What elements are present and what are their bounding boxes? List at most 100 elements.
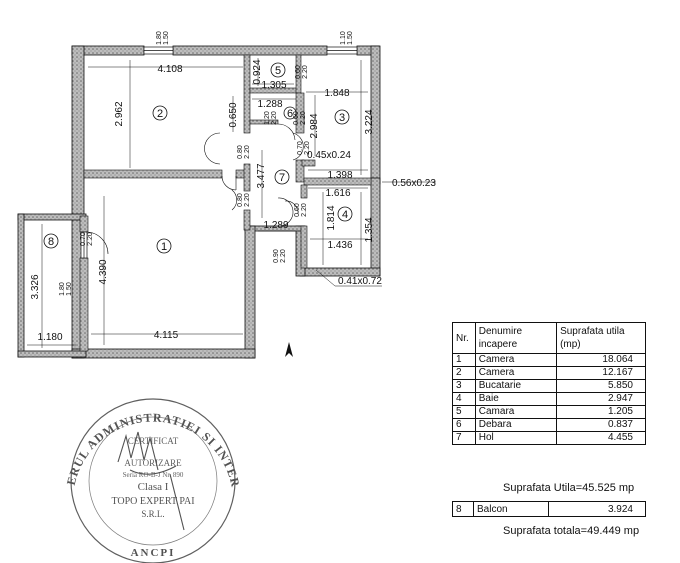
door-6a-width: 1.20 [264, 111, 271, 125]
row-nr: 5 [452, 405, 476, 419]
row-nr: 2 [452, 366, 476, 380]
door-8-height: 2.20 [87, 232, 94, 246]
row-area: 2.947 [556, 392, 646, 406]
dimension-room3-width: 1.848 [324, 88, 349, 99]
window-3-height: 1.50 [347, 31, 354, 45]
window-room-2 [143, 46, 174, 55]
dimension-045x024: 0.45x0.24 [307, 150, 351, 161]
door-2-width: 0.80 [237, 145, 244, 159]
door-8-width: 0.70 [80, 232, 87, 246]
door-size-labels: 0.60 2.20 1.20 2.20 0.60 2.20 0.80 2.20 … [80, 65, 311, 263]
room-3-number: 3 [339, 112, 345, 124]
dimension-room5-depth: 0.924 [252, 59, 263, 84]
door-entry-height: 2.20 [280, 249, 287, 263]
header-nr: Nr. [452, 322, 476, 354]
row-name: Debara [474, 418, 558, 432]
dimension-room8-depth: 3.326 [30, 274, 41, 299]
door-6a-height: 2.20 [271, 111, 278, 125]
stamp-outer-text: MINISTERUL ADMINISTRATIEI SI INTERNELOR [0, 0, 242, 489]
dimension-room2-width: 4.108 [157, 64, 182, 75]
stamp-line-2: AUTORIZARE [124, 458, 182, 468]
header-area: Suprafata utila (mp) [556, 322, 646, 354]
dimension-1354: 1.354 [364, 217, 375, 242]
north-arrow-icon [285, 342, 293, 357]
interior-walls [79, 54, 372, 352]
row-nr: 4 [452, 392, 476, 406]
room-1-number: 1 [161, 241, 167, 253]
door-2-height: 2.20 [244, 145, 251, 159]
row-nr: 7 [452, 431, 476, 445]
window-3-width: 1.10 [340, 31, 347, 45]
room-7-number: 7 [279, 172, 285, 184]
window-8-width: 1.80 [59, 282, 66, 296]
stamp-bottom-text: ANCPI [131, 547, 176, 559]
row-nr: 1 [452, 353, 476, 367]
row-name: Camera [474, 366, 558, 380]
window-room-3 [326, 46, 358, 55]
door-swings [85, 123, 304, 255]
dimension-041x072: 0.41x0.72 [338, 276, 382, 287]
table-row: 6 Debara 0.837 [452, 418, 646, 432]
suprafata-utila-total: Suprafata Utila=45.525 mp [503, 482, 635, 494]
door-1-height: 2.20 [244, 193, 251, 207]
room-6-number: 6 [287, 108, 293, 120]
row-name: Camara [474, 405, 558, 419]
window-2-height: 1.50 [163, 31, 170, 45]
room-4-number: 4 [342, 209, 348, 221]
row-name: Hol [474, 431, 558, 445]
row-area: 4.455 [556, 431, 646, 445]
dimension-hall-width: 1.289 [263, 220, 288, 231]
balcony-name: Balcon [473, 501, 549, 517]
dimension-room3-depth: 3.224 [364, 109, 375, 134]
row-area: 18.064 [556, 353, 646, 367]
door-4-width: 0.60 [294, 203, 301, 217]
room-2-number: 2 [157, 108, 163, 120]
door-4-height: 2.20 [301, 203, 308, 217]
table-row: 1 Camera 18.064 [452, 353, 646, 367]
dimension-room4-depth: 1.814 [326, 205, 337, 230]
door-3-height: 2.20 [304, 141, 311, 155]
door-6b-height: 2.20 [300, 111, 307, 125]
room-number-circles [43, 62, 353, 254]
window-2-width: 1.80 [156, 31, 163, 45]
door-1-width: 0.80 [237, 193, 244, 207]
row-nr: 3 [452, 379, 476, 393]
dimension-0650: 0.650 [228, 102, 239, 127]
dimension-room4-width: 1.616 [325, 188, 350, 199]
table-row: 3 Bucatarie 5.850 [452, 379, 646, 393]
stamp-line-6: S.R.L. [141, 509, 164, 519]
window-size-labels: 1.80 1.50 1.10 1.50 1.80 1.50 [59, 31, 354, 296]
area-table-header: Nr. Denumire incapere Suprafata utila (m… [452, 322, 646, 354]
dimension-lines [27, 58, 436, 348]
stamp-line-3: Seria RO-B-J Nr. 890 [123, 471, 184, 479]
header-name: Denumire incapere [474, 322, 558, 354]
dimension-room8-width: 1.180 [37, 332, 62, 343]
door-entry-width: 0.90 [273, 249, 280, 263]
balcony-table: 8 Balcon 3.924 [452, 501, 646, 517]
stamp-line-4: Clasa I [138, 481, 169, 493]
table-row: 5 Camara 1.205 [452, 405, 646, 419]
door-5-height: 2.20 [302, 65, 309, 79]
table-row: 4 Baie 2.947 [452, 392, 646, 406]
dimension-room6-width: 1.288 [257, 99, 282, 110]
door-3-width: 0.70 [297, 141, 304, 155]
row-area: 1.205 [556, 405, 646, 419]
table-row: 2 Camera 12.167 [452, 366, 646, 380]
dimension-056x023: 0.56x0.23 [392, 178, 436, 189]
dimension-1398: 1.398 [327, 170, 352, 181]
dimension-room2-depth: 2.962 [114, 101, 125, 126]
dimension-room1-width: 4.115 [154, 330, 179, 341]
row-name: Bucatarie [474, 379, 558, 393]
dimension-hall-depth: 3.477 [256, 163, 267, 188]
window-8-height: 1.50 [66, 282, 73, 296]
door-5-width: 0.60 [295, 65, 302, 79]
stamp-line-5: TOPO EXPERT PAI [111, 496, 194, 507]
dimension-1436: 1.436 [327, 240, 352, 251]
row-name: Baie [474, 392, 558, 406]
row-name: Camera [474, 353, 558, 367]
row-nr: 6 [452, 418, 476, 432]
dimension-2984: 2.984 [309, 113, 320, 138]
room-8-number: 8 [48, 236, 54, 248]
stamp-signature [117, 431, 185, 531]
